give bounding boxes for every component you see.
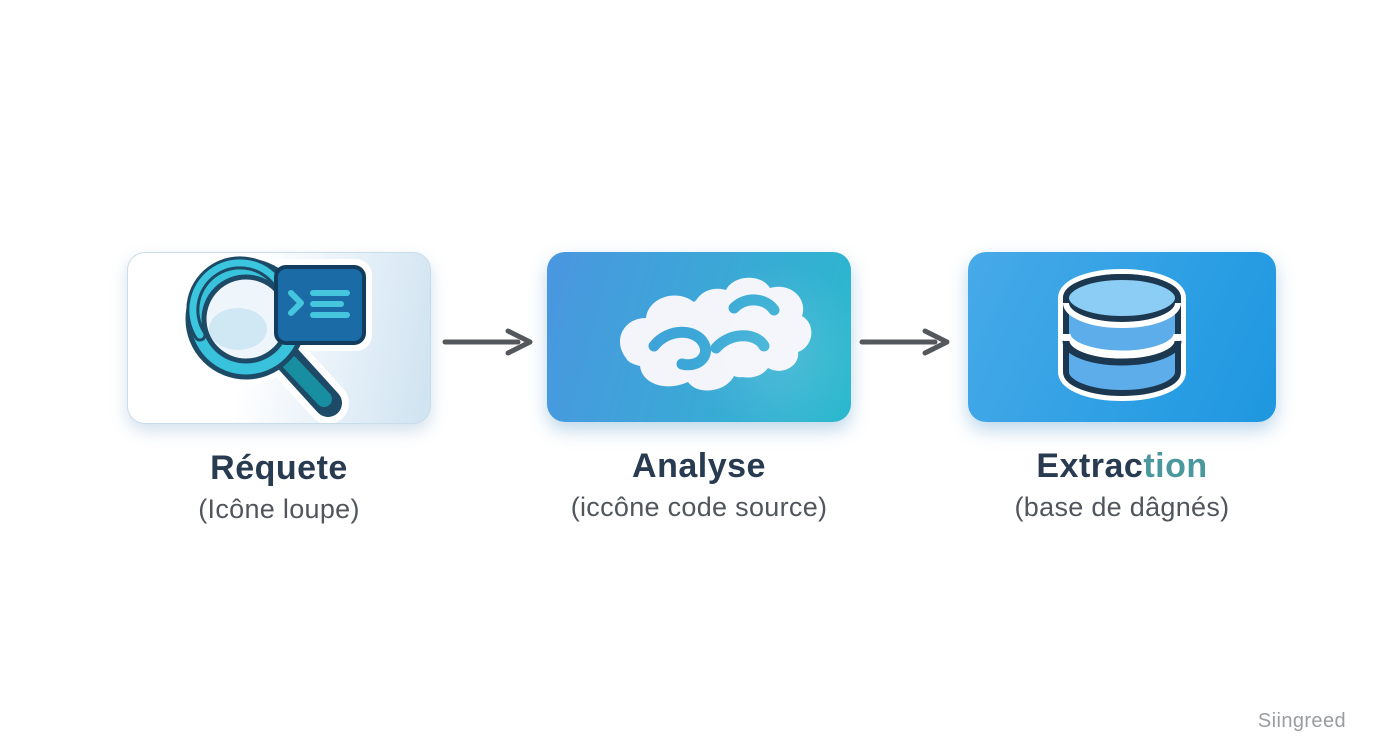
step-analyse: Analyse (iccône code source)	[547, 252, 851, 523]
step-card-requete	[127, 252, 431, 424]
step-title-text: Analyse	[632, 447, 766, 485]
magnifier-code-icon	[180, 253, 372, 423]
watermark: Siingreed	[1257, 710, 1346, 732]
step-card-analyse	[547, 252, 851, 422]
card-highlight	[691, 262, 851, 422]
step-extraction: Extraction (base de dâgnés)	[968, 252, 1276, 523]
step-subtitle: (Icône loupe)	[198, 494, 360, 525]
step-subtitle: (iccône code source)	[570, 492, 828, 523]
step-card-extraction	[968, 252, 1276, 422]
right-arrow-icon	[442, 328, 533, 356]
step-title: Analyse	[632, 447, 766, 485]
cloud-brain-icon	[584, 262, 814, 412]
step-title: Réquete	[210, 449, 348, 487]
step-subtitle: (base de dâgnés)	[1014, 492, 1230, 523]
step-requete: Réquete (Icône loupe)	[127, 252, 431, 525]
step-title-main: Extrac	[1036, 447, 1144, 485]
flow-arrow-2	[858, 327, 954, 357]
step-title-accent: tion	[1143, 447, 1208, 485]
step-title: Extraction	[1036, 447, 1208, 485]
step-title-text: Réquete	[210, 449, 348, 487]
flow-arrow-1	[442, 327, 536, 357]
database-icon	[1058, 269, 1186, 401]
right-arrow-icon	[859, 328, 950, 356]
